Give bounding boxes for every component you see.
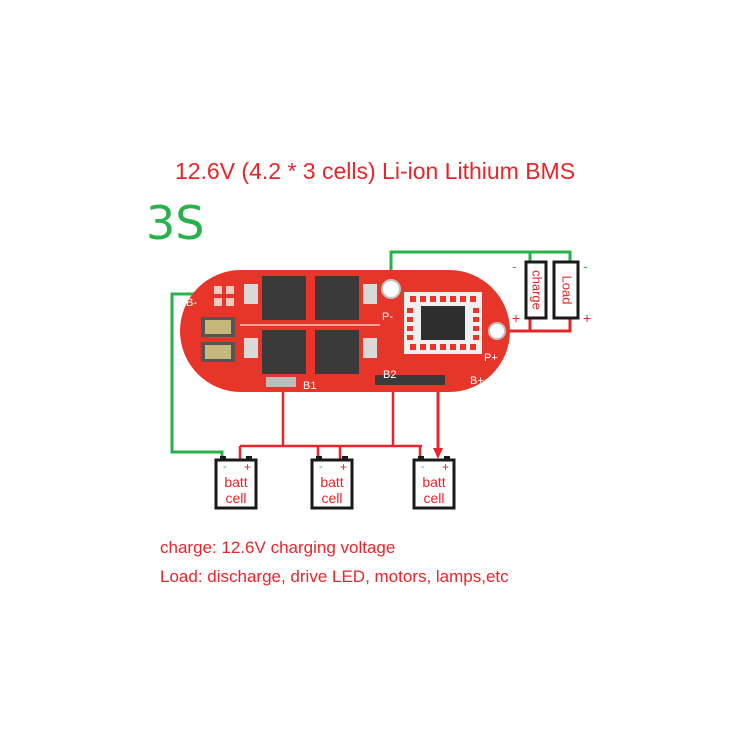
ic-pin (440, 296, 446, 302)
cell-label-line2: cell (321, 490, 342, 506)
ic-pin (450, 344, 456, 350)
charge-label: charge (530, 270, 545, 310)
wire-p-plus (497, 318, 572, 333)
b-plus-arrow (433, 448, 443, 459)
pad-labels: B- B1 B2 B+ P- P+ (186, 297, 498, 392)
load-box: Load (552, 260, 580, 320)
ic-pin (410, 296, 416, 302)
pad-label-b-minus: B- (186, 297, 197, 309)
charge-plus-sign: + (512, 310, 520, 326)
ic-pin (407, 308, 413, 313)
ic-pin (420, 344, 426, 350)
ic-pin (410, 344, 416, 350)
ic-pin (460, 296, 466, 302)
cell-label-line2: cell (225, 490, 246, 506)
wire-p-minus (389, 250, 572, 287)
wires (170, 250, 572, 462)
pad-label-p-minus: P- (382, 311, 393, 323)
ic-pin (470, 344, 476, 350)
cell-minus-sign: - (421, 461, 425, 473)
mosfet-array (240, 276, 380, 374)
ic-pin (473, 308, 479, 313)
pad-label-b1: B1 (303, 380, 316, 392)
charge-box: charge (524, 260, 548, 320)
ic-pin (407, 326, 413, 331)
pad-label-b-plus: B+ (470, 375, 484, 387)
pad-label-b2: B2 (383, 369, 396, 381)
cell-plus-sign: + (340, 460, 347, 474)
ic-pin (470, 296, 476, 302)
ic-pin (440, 344, 446, 350)
balance-connector (266, 377, 296, 387)
ic-pin (473, 335, 479, 340)
ic-pin (450, 296, 456, 302)
pad-label-p-plus: P+ (484, 352, 498, 364)
p-minus-pad (381, 279, 401, 299)
battery-cell-1: - + batt cell (214, 456, 258, 510)
ic-pin (430, 344, 436, 350)
cell-label-line2: cell (423, 490, 444, 506)
cell-label-line1: batt (224, 474, 247, 490)
cell-label-line1: batt (320, 474, 343, 490)
config-label: 3S (146, 196, 205, 250)
cell-minus-sign: - (319, 461, 323, 473)
ic-pin (460, 344, 466, 350)
diagram-title: 12.6V (4.2 * 3 cells) Li-ion Lithium BMS (174, 158, 576, 184)
controller-ic (404, 292, 482, 354)
ic-pin (430, 296, 436, 302)
battery-cell-2: - + batt cell (310, 456, 354, 510)
corner-pads (214, 286, 234, 306)
ic-pin (473, 326, 479, 331)
load-note: Load: discharge, drive LED, motors, lamp… (160, 567, 509, 586)
ic-pin (473, 317, 479, 322)
charge-note: charge: 12.6V charging voltage (160, 538, 396, 557)
load-plus-sign: + (583, 310, 591, 326)
cell-minus-sign: - (223, 461, 227, 473)
battery-cell-3: - + batt cell (412, 456, 456, 510)
cell-plus-sign: + (244, 460, 251, 474)
load-label: Load (560, 276, 575, 305)
ic-pin (407, 317, 413, 322)
cell-plus-sign: + (442, 460, 449, 474)
ic-pins (407, 296, 479, 350)
ic-pin (420, 296, 426, 302)
wire-b-minus (170, 292, 224, 462)
load-minus-sign: - (583, 258, 588, 274)
p-plus-pad (488, 322, 506, 340)
terminal-signs: - - + + (512, 258, 591, 326)
ic-pin (407, 335, 413, 340)
cell-label-line1: batt (422, 474, 445, 490)
charge-minus-sign: - (512, 258, 517, 274)
bms-board: B- B1 B2 B+ P- P+ (180, 270, 510, 392)
